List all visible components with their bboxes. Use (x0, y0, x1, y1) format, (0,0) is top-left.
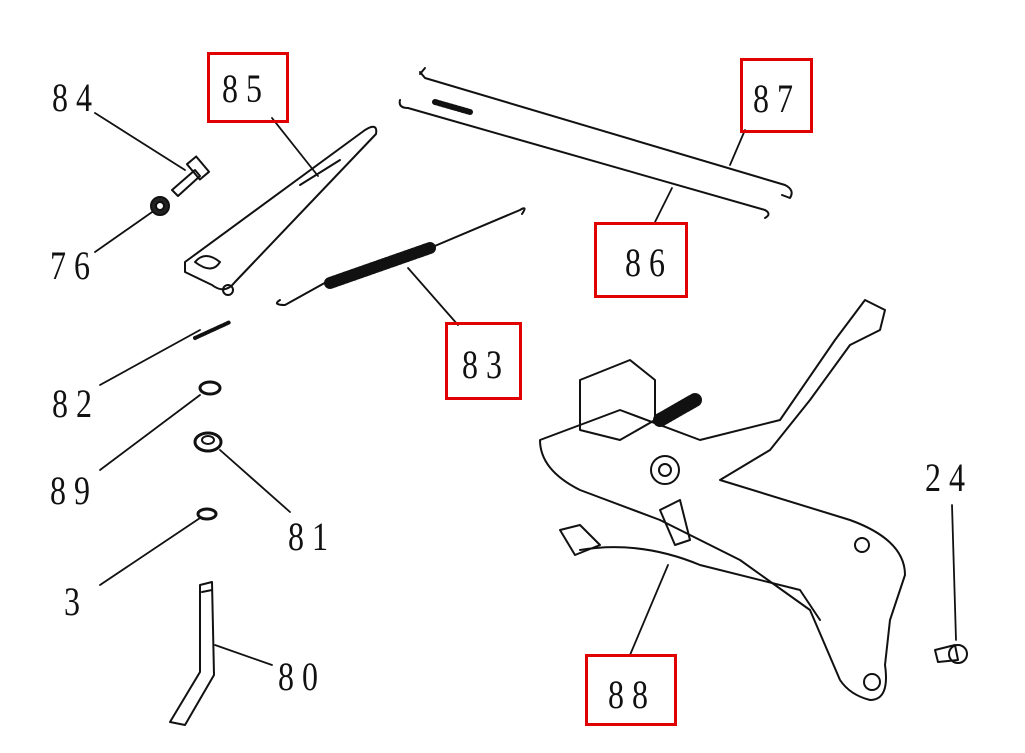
part-89-washer (198, 380, 222, 396)
callout-81: 81 (288, 514, 336, 559)
callout-24: 24 (925, 455, 973, 500)
callout-86: 86 (625, 240, 673, 285)
part-24-bolt (934, 644, 968, 664)
callout-3: 3 (64, 579, 88, 624)
callout-89: 89 (50, 468, 98, 513)
part-81-bushing (193, 431, 223, 453)
part-84-bolt (171, 155, 211, 197)
part-3-washer (196, 507, 218, 521)
part-86-rod (398, 99, 770, 219)
part-82-pin (193, 320, 232, 340)
callout-82: 82 (52, 381, 100, 426)
callout-76: 76 (50, 243, 98, 288)
callout-83: 83 (462, 342, 510, 387)
callout-85: 85 (222, 66, 270, 111)
part-76-nut (150, 196, 170, 216)
callout-80: 80 (278, 654, 326, 699)
part-87-rod (419, 67, 793, 199)
callout-87-box: 87 (740, 58, 813, 133)
callout-83-box: 83 (445, 322, 522, 400)
leader-lines (94, 112, 957, 666)
callout-88-box: 88 (585, 654, 677, 726)
part-85-lever (184, 125, 378, 296)
callout-84: 84 (52, 75, 100, 120)
part-83-spring (275, 207, 526, 306)
callout-85-box: 85 (207, 52, 289, 123)
part-88-bracket (539, 299, 906, 701)
callout-86-box: 86 (594, 222, 688, 298)
callout-87: 87 (753, 76, 801, 121)
callout-88: 88 (608, 672, 656, 717)
part-80-link (169, 581, 215, 726)
